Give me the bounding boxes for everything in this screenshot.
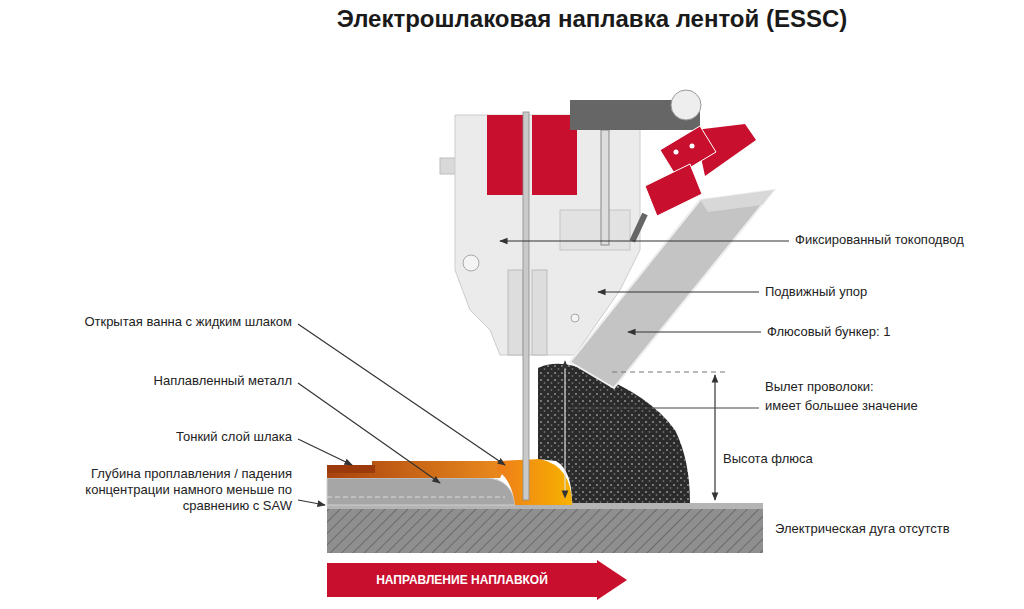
stop-block [560, 210, 630, 250]
callout-label: Электрическая дуга отсутств [775, 521, 950, 537]
diagram-title: Электрошлаковая наплавка лентой (ESSC) [337, 4, 848, 34]
leader-line [298, 324, 505, 465]
current-block [487, 115, 523, 195]
contact-jaw [532, 270, 547, 355]
callout-label: Наплавленный металл [154, 373, 292, 389]
head-screw [571, 314, 579, 322]
callout-label: Высота флюса [723, 451, 813, 467]
slag-pool [497, 459, 572, 505]
callout-label: имеет большее значение [765, 398, 918, 414]
thin-slag [327, 465, 375, 473]
callout-label: Открытая ванна с жидким шлаком [84, 314, 292, 330]
arm-screw [674, 150, 679, 155]
callout-label: Флюсовый бункер: 1 [767, 324, 890, 340]
arrow-caption: НАПРАВЛЕНИЕ НАПЛАВКОЙ [376, 573, 548, 588]
hopper-rim [700, 190, 774, 212]
head-tab [440, 158, 456, 174]
head-screw [463, 255, 479, 271]
stickout-arrow [564, 361, 565, 498]
strip-electrode [523, 112, 529, 500]
leader-line [298, 500, 325, 505]
leader-line [298, 383, 440, 483]
callout-label: Подвижный упор [765, 284, 867, 300]
deposited-metal [327, 478, 515, 505]
flux-hopper [570, 190, 774, 388]
direction-arrow: НАПРАВЛЕНИЕ НАПЛАВКОЙ [327, 560, 627, 600]
leader-line [500, 240, 789, 241]
leader-line [628, 331, 761, 332]
arm-pin [630, 213, 648, 243]
base-plate [327, 503, 763, 553]
flux-height-arrow [714, 375, 715, 500]
callout-label: Глубина проплавления / падения концентра… [47, 466, 292, 514]
slag-layer [327, 461, 502, 478]
leader-line [568, 408, 759, 409]
leader-line [598, 291, 759, 292]
top-knob [671, 90, 701, 120]
rod [601, 130, 609, 245]
dimension-line [612, 372, 728, 373]
arm-screw [690, 144, 695, 149]
contact-jaw [508, 270, 523, 355]
callout-label: Фиксированный токоподвод [795, 232, 964, 248]
leader-line [298, 439, 352, 465]
arrow-body [327, 560, 627, 600]
penetration-line [327, 497, 505, 498]
callout-label: Тонкий слой шлака [176, 429, 292, 445]
callout-label: Вылет проволоки: [765, 379, 874, 395]
